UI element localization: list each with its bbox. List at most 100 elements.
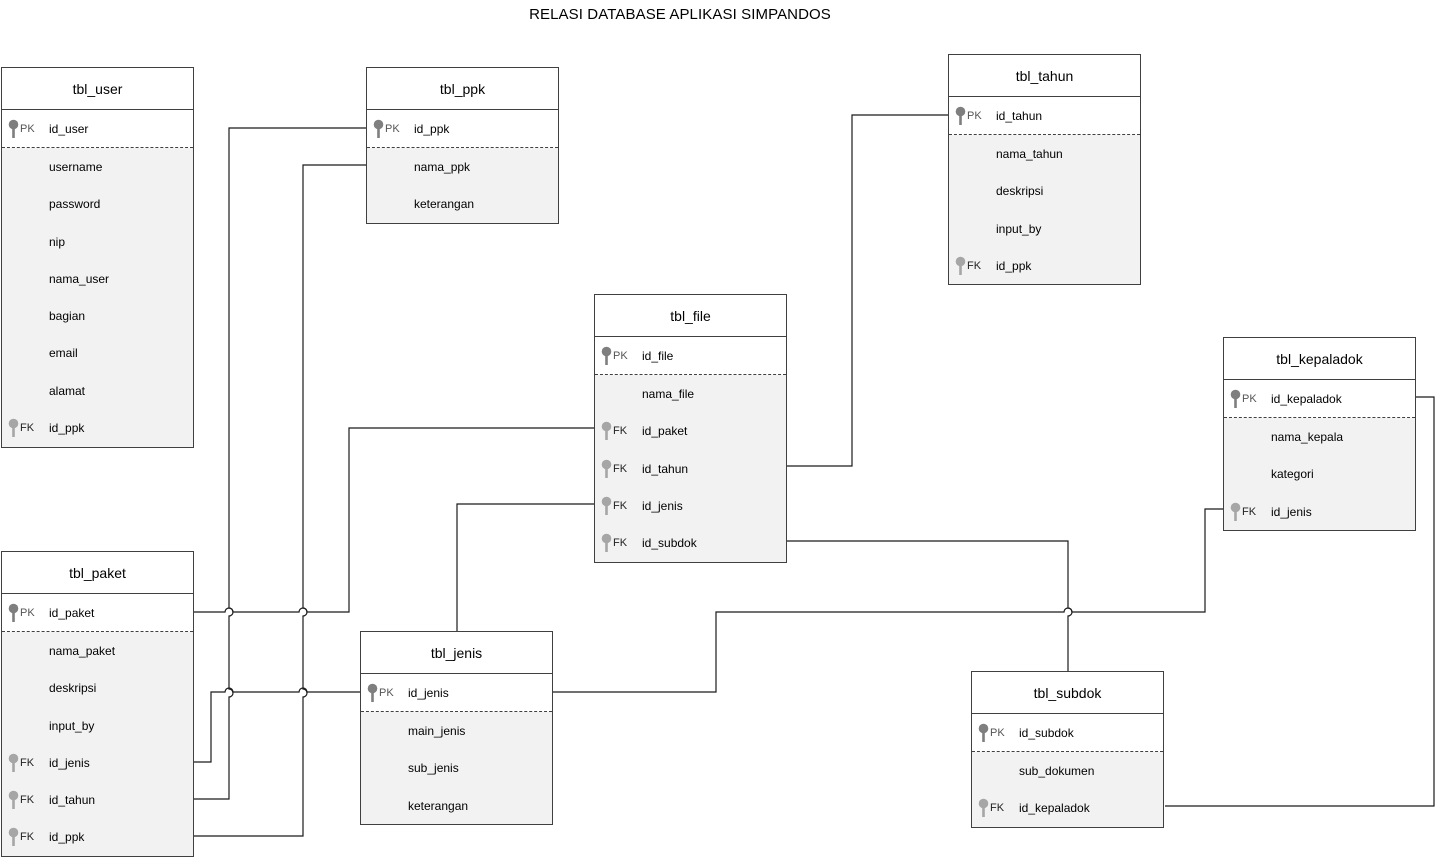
table-name: tbl_user <box>2 68 193 110</box>
column-name: nama_kepala <box>1271 429 1344 444</box>
column-name: kategori <box>1271 467 1314 482</box>
column-row: password <box>2 186 193 223</box>
key-label: FK <box>613 425 628 438</box>
primary-key-icon: PK <box>978 723 1005 743</box>
key-label: FK <box>20 794 35 807</box>
primary-key-icon: PK <box>373 119 400 139</box>
key-label: PK <box>385 122 400 135</box>
column-name: nama_file <box>642 386 695 401</box>
key-label: FK <box>613 462 628 475</box>
column-row: PK id_tahun <box>949 97 1140 136</box>
key-label: PK <box>613 349 628 362</box>
column-name: nama_paket <box>49 643 116 658</box>
relation-kepaladok-jenis <box>553 508 1224 693</box>
column-row: FK id_paket <box>595 413 786 450</box>
column-row: sub_jenis <box>361 750 552 787</box>
column-name: alamat <box>49 383 86 398</box>
column-row: alamat <box>2 372 193 409</box>
relation-file-paket <box>193 427 595 613</box>
foreign-key-icon: FK <box>1230 502 1256 522</box>
column-name: bagian <box>49 309 86 324</box>
relation-paket-ppk <box>193 164 367 837</box>
column-row: FK id_ppk <box>949 247 1140 284</box>
key-label: PK <box>1242 392 1257 405</box>
column-row: PK id_jenis <box>361 674 552 713</box>
foreign-key-icon: FK <box>8 418 34 438</box>
column-name: input_by <box>49 718 95 733</box>
column-name: email <box>49 346 78 361</box>
column-row: FK id_kepaladok <box>972 790 1163 827</box>
foreign-key-icon: FK <box>8 827 34 847</box>
column-name: id_tahun <box>49 793 96 808</box>
column-name: nama_tahun <box>996 146 1063 161</box>
key-label: FK <box>1242 505 1257 518</box>
column-name: id_file <box>642 348 674 363</box>
primary-key-icon: PK <box>8 119 35 139</box>
column-name: nama_ppk <box>414 159 471 174</box>
column-row: nama_file <box>595 375 786 412</box>
column-name: nip <box>49 234 66 249</box>
column-name: id_paket <box>49 605 95 620</box>
primary-key-icon: PK <box>8 603 35 623</box>
column-row: email <box>2 335 193 372</box>
key-label: FK <box>20 422 35 435</box>
column-name: id_tahun <box>996 108 1043 123</box>
column-row: PK id_file <box>595 337 786 376</box>
key-label: PK <box>20 606 35 619</box>
column-row: FK id_tahun <box>2 781 193 818</box>
column-name: deskripsi <box>49 681 97 696</box>
column-name: id_jenis <box>49 755 90 770</box>
table-name: tbl_kepaladok <box>1224 338 1415 380</box>
column-name: input_by <box>996 221 1042 236</box>
primary-key-icon: PK <box>601 346 628 366</box>
column-row: username <box>2 148 193 185</box>
column-name: id_subdok <box>1019 725 1074 740</box>
key-label: PK <box>967 109 982 122</box>
column-name: keterangan <box>408 798 469 813</box>
key-label: FK <box>990 802 1005 815</box>
key-label: PK <box>379 686 394 699</box>
column-name: id_ppk <box>49 830 85 845</box>
column-row: nama_user <box>2 260 193 297</box>
column-name: password <box>49 197 101 212</box>
relation-file-tahun <box>787 114 949 467</box>
key-label: PK <box>20 122 35 135</box>
column-row: deskripsi <box>2 670 193 707</box>
primary-key-icon: PK <box>1230 389 1257 409</box>
foreign-key-icon: FK <box>8 753 34 773</box>
column-row: keterangan <box>367 186 558 223</box>
foreign-key-icon: FK <box>601 496 627 516</box>
column-row: nama_tahun <box>949 135 1140 172</box>
foreign-key-icon: FK <box>601 533 627 553</box>
key-label: FK <box>967 259 982 272</box>
column-name: id_ppk <box>996 258 1032 273</box>
column-name: id_user <box>49 121 89 136</box>
primary-key-icon: PK <box>955 106 982 126</box>
column-row: kategori <box>1224 456 1415 493</box>
column-name: keterangan <box>414 197 475 212</box>
column-row: nama_kepala <box>1224 418 1415 455</box>
column-name: nama_user <box>49 271 110 286</box>
column-row: input_by <box>2 707 193 744</box>
column-name: deskripsi <box>996 184 1044 199</box>
column-name: id_paket <box>642 424 688 439</box>
column-row: nama_ppk <box>367 148 558 185</box>
table-name: tbl_paket <box>2 552 193 594</box>
key-label: FK <box>20 756 35 769</box>
column-name: sub_jenis <box>408 761 459 776</box>
column-name: id_kepaladok <box>1019 801 1090 816</box>
column-name: id_jenis <box>408 685 449 700</box>
